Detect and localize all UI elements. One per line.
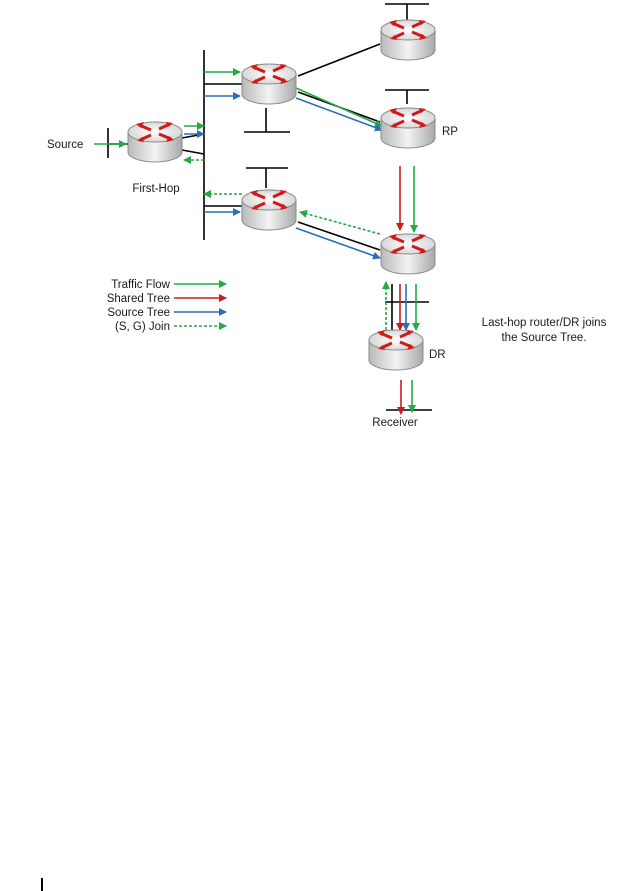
legend-sg-join-label: (S, G) Join [115, 321, 170, 333]
traffic-flow-arrows [94, 68, 420, 413]
source-label: Source [47, 139, 83, 151]
note-line-1: Last-hop router/DR joins [482, 317, 607, 329]
sg-join-arrows [183, 156, 390, 330]
shared-tree-arrows [396, 166, 405, 415]
legend: Traffic Flow Shared Tree Source Tree (S,… [107, 279, 227, 333]
source-tree-arrows [184, 92, 410, 331]
router-dr [367, 328, 425, 372]
page-margin-marker [41, 878, 43, 891]
first-hop-label: First-Hop [132, 183, 179, 195]
router-upper [240, 62, 298, 106]
legend-traffic-flow-label: Traffic Flow [111, 279, 170, 291]
router-middle [379, 232, 437, 276]
legend-shared-tree-label: Shared Tree [107, 293, 170, 305]
router-top [379, 18, 437, 62]
dr-label: DR [429, 349, 446, 361]
rp-label: RP [442, 126, 458, 138]
router-first-hop [126, 120, 184, 164]
router-lower [240, 188, 298, 232]
router-rp [379, 106, 437, 150]
note-line-2: the Source Tree. [501, 332, 586, 344]
receiver-label: Receiver [372, 417, 418, 429]
legend-source-tree-label: Source Tree [107, 307, 170, 319]
